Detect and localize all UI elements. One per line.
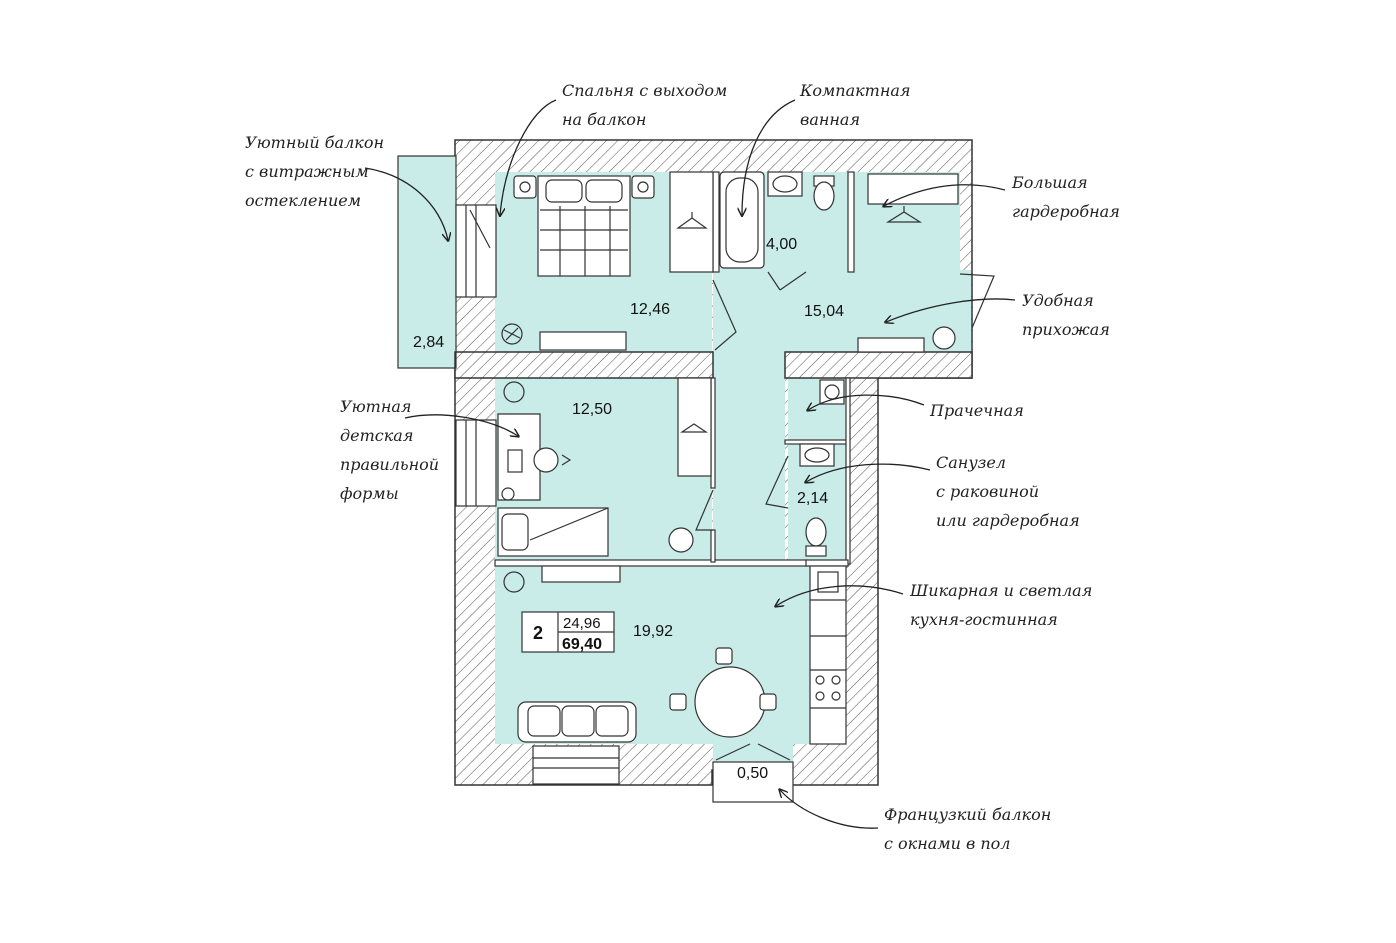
svg-text:детская: детская [340, 426, 413, 445]
tv-stand [539, 331, 627, 351]
svg-text:остеклением: остеклением [245, 191, 361, 210]
hallway-floor [713, 270, 971, 352]
kids-plant-icon [501, 381, 525, 501]
summary-box: 2 24,96 69,40 [521, 611, 615, 653]
annotation-bathroom: Компактная ванная [742, 81, 911, 215]
annotation-kitchen: Шикарная и светлая кухня-гостинная [776, 581, 1092, 629]
kids-bed-icon [497, 507, 609, 557]
annotation-bedroom: Спальня с выходом на балкон [500, 81, 727, 215]
annotation-wardrobe: Большая гардеробная [884, 173, 1120, 221]
corridor-door [712, 279, 737, 351]
area-hallway: 15,04 [804, 303, 844, 320]
svg-text:Уютный балкон: Уютный балкон [245, 133, 384, 152]
area-bathroom: 4,00 [766, 236, 797, 253]
bathroom-door [767, 271, 807, 291]
svg-text:Санузел: Санузел [936, 453, 1006, 472]
summary-rooms: 2 [533, 623, 543, 643]
svg-text:прихожая: прихожая [1022, 320, 1110, 339]
svg-text:Шикарная и светлая: Шикарная и светлая [909, 581, 1092, 600]
svg-text:правильной: правильной [340, 455, 439, 474]
bed-icon [513, 175, 655, 277]
living-tv-stand [541, 565, 621, 583]
kids-door [695, 489, 714, 531]
kids-pouf [668, 527, 694, 553]
area-kitchen-living: 19,92 [633, 623, 673, 640]
svg-text:гардеробная: гардеробная [1012, 202, 1120, 221]
bathtub-icon [719, 171, 765, 269]
svg-text:Прачечная: Прачечная [929, 401, 1024, 420]
wc-door [765, 455, 789, 509]
area-french-balcony: 0,50 [737, 765, 768, 782]
kids-wardrobe-hanger-icon [677, 377, 712, 477]
svg-text:Уютная: Уютная [340, 397, 412, 416]
annotation-laundry: Прачечная [808, 394, 1024, 420]
sofa-icon [517, 701, 637, 743]
table-icon [669, 647, 777, 738]
svg-text:Спальня с выходом: Спальня с выходом [562, 81, 727, 100]
svg-text:с витражным: с витражным [245, 162, 369, 181]
annotation-balcony: Уютный балкон с витражным остеклением [245, 133, 448, 240]
svg-text:Французкий балкон: Французкий балкон [884, 805, 1051, 824]
desk-icon [497, 413, 572, 501]
wc-sink-icon [799, 443, 835, 467]
area-wc: 2,14 [797, 490, 828, 507]
summary-total-area: 69,40 [562, 636, 602, 653]
svg-text:или гардеробная: или гардеробная [936, 511, 1080, 530]
balcony-floor [398, 156, 456, 368]
svg-text:на балкон: на балкон [562, 110, 646, 129]
svg-text:формы: формы [340, 484, 399, 503]
summary-living-area: 24,96 [563, 615, 601, 632]
area-balcony: 2,84 [413, 334, 444, 351]
washing-machine-icon [819, 379, 845, 405]
stove-icon [809, 565, 847, 745]
svg-text:Большая: Большая [1011, 173, 1088, 192]
svg-text:кухня-гостинная: кухня-гостинная [910, 610, 1058, 629]
annotation-hallway: Удобная прихожая [886, 291, 1110, 339]
hanger-icon [669, 171, 714, 273]
area-bedroom: 12,46 [630, 301, 670, 318]
windows [455, 273, 995, 803]
balcony [397, 155, 497, 369]
svg-text:с окнами в пол: с окнами в пол [884, 834, 1011, 853]
svg-text:Компактная: Компактная [799, 81, 911, 100]
svg-text:ванная: ванная [800, 110, 860, 129]
sink-icon [767, 171, 803, 197]
toilet-icon [813, 175, 835, 211]
living-plant-icon [503, 571, 525, 593]
corridor-floor [713, 350, 785, 565]
annotation-kids-room: Уютная детская правильной формы [340, 397, 518, 503]
annotation-french-balcony: Французкий балкон с окнами в пол [780, 790, 1051, 853]
annotation-wc: Санузел с раковиной или гардеробная [806, 453, 1080, 530]
svg-text:с раковиной: с раковиной [936, 482, 1039, 501]
wc-toilet-icon [805, 517, 827, 557]
area-labels: 2,84 12,46 4,00 15,04 12,50 2,14 19,92 0… [413, 236, 844, 782]
hallway-bench [857, 337, 925, 353]
area-kids-room: 12,50 [572, 401, 612, 418]
hallway-pouf [932, 326, 956, 350]
svg-text:Удобная: Удобная [1022, 291, 1094, 310]
plant-icon [501, 323, 523, 345]
